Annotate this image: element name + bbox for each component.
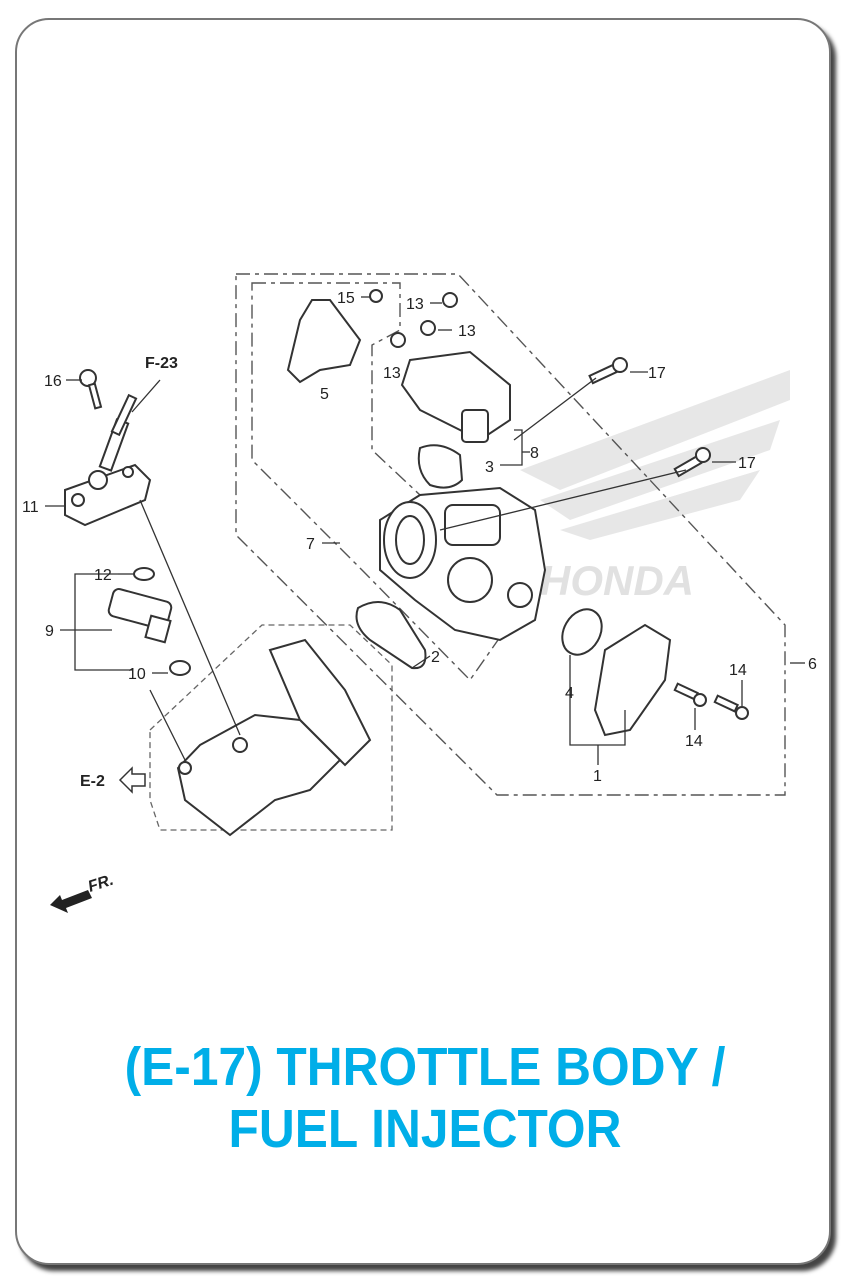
callout-10: 10	[128, 666, 146, 683]
bracket-5	[286, 299, 362, 384]
e2-arrow-icon	[118, 766, 146, 794]
insulator-outline	[149, 624, 393, 831]
page-title-line1: (E-17) THROTTLE BODY /	[124, 1037, 726, 1097]
callout-7: 7	[306, 536, 315, 553]
o-ring-12	[133, 567, 155, 581]
callout-15: 15	[337, 290, 355, 307]
svg-text:HONDA: HONDA	[540, 557, 694, 604]
leader-lines	[45, 296, 805, 765]
idle-air-control-valve	[400, 350, 511, 443]
bolts	[369, 289, 749, 720]
honda-watermark: HONDA	[520, 370, 790, 604]
callout-13: 13	[458, 323, 476, 340]
ref-front: FR.	[86, 872, 116, 896]
seal-ring-10	[169, 660, 191, 676]
ref-e2[interactable]: E-2	[80, 773, 105, 790]
ref-f23[interactable]: F-23	[145, 355, 178, 372]
callout-9: 9	[45, 623, 54, 640]
callout-17: 17	[738, 455, 756, 472]
throttle-body	[379, 486, 547, 642]
diagram-card	[15, 18, 831, 1265]
callout-3: 3	[485, 459, 494, 476]
callout-12: 12	[94, 567, 112, 584]
callout-14: 14	[729, 662, 747, 679]
insulator	[176, 638, 372, 837]
callout-6: 6	[808, 656, 817, 673]
callout-14: 14	[685, 733, 703, 750]
bolt-16	[79, 369, 103, 410]
callout-16: 16	[44, 373, 62, 390]
o-ring-4	[561, 608, 603, 656]
page-title-line2: FUEL INJECTOR	[228, 1099, 622, 1159]
callout-8: 8	[530, 445, 539, 462]
throttle-position-sensor	[593, 623, 672, 737]
gasket-3	[417, 444, 464, 489]
callout-11: 11	[22, 499, 39, 516]
callout-2: 2	[431, 649, 440, 666]
gasket-2	[355, 601, 427, 670]
front-arrow-icon	[50, 890, 92, 913]
assembly-outline-6	[235, 273, 786, 796]
injector-joint	[64, 393, 152, 527]
callout-4: 4	[565, 685, 574, 702]
callout-17: 17	[648, 365, 666, 382]
callout-13: 13	[406, 296, 424, 313]
fuel-injector	[107, 588, 173, 644]
callout-1: 1	[593, 768, 602, 785]
callout-13: 13	[383, 365, 401, 382]
callout-5: 5	[320, 386, 329, 403]
